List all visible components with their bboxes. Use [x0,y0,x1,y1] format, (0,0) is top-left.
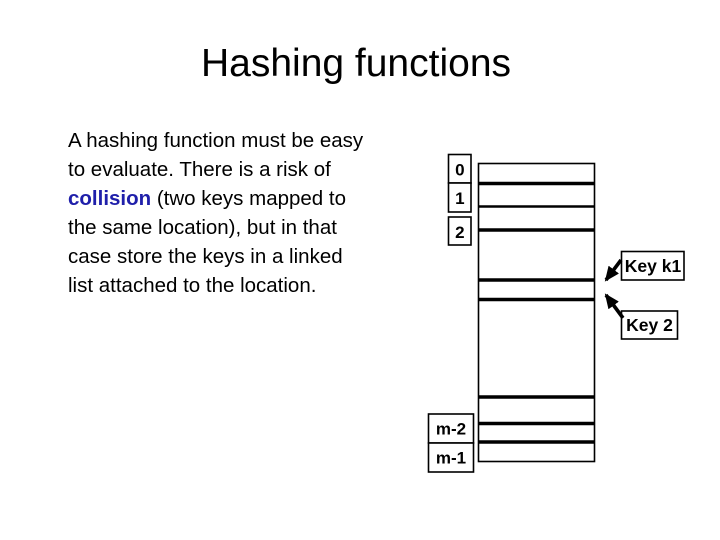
body-text-block: A hashing function must be easy to evalu… [68,126,408,300]
body-line-3: collision (two keys mapped to [68,184,408,213]
key-k1-label: Key k1 [625,256,682,276]
body-line-1: A hashing function must be easy [68,129,364,152]
body-line-6: list attached to the location. [68,274,317,297]
arrow-key-2-icon [604,293,625,320]
index-box-m2 [427,413,475,444]
body-line-4: the same location), but in that [68,216,337,239]
slide-title: Hashing functions [200,42,512,85]
index-box-2 [447,216,472,246]
body-line-3-rest: (two keys mapped to [151,187,346,210]
collision-term: collision [68,187,152,210]
index-box-m1 [427,442,475,473]
index-label-2: 2 [455,223,464,242]
index-label-0: 0 [455,161,464,180]
index-label-1: 1 [455,189,464,208]
index-label-m1: m-1 [436,449,466,468]
index-label-m2: m-2 [436,420,466,439]
key-k1-box [620,250,685,281]
body-line-5: case store the keys in a linked [68,245,343,268]
body-line-2: to evaluate. There is a risk of [68,158,331,181]
key-2-box [620,310,679,340]
arrow-key-k1-icon [604,258,623,282]
index-box-1 [447,182,472,213]
key-2-label: Key 2 [626,315,673,335]
hash-table-body [477,162,596,463]
